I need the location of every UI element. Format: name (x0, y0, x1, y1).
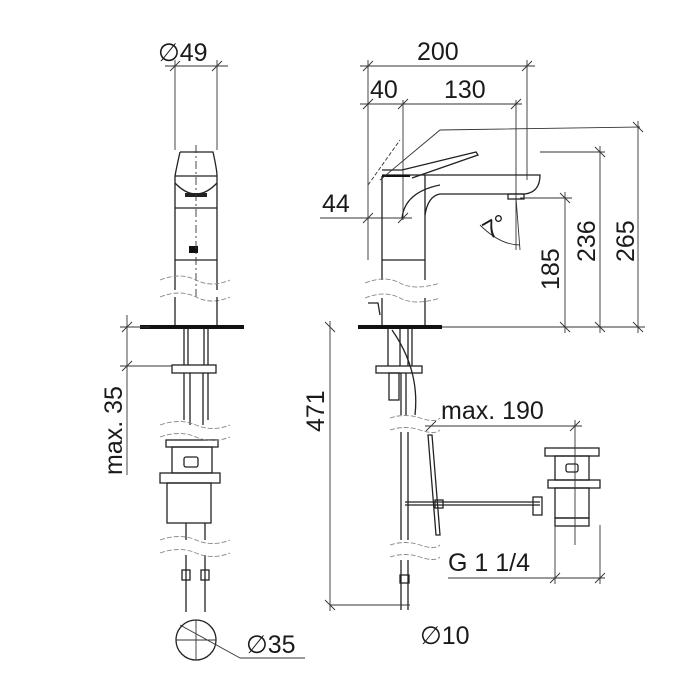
dimension-44-label: 44 (322, 190, 350, 218)
dimension-265-label: 265 (612, 220, 640, 262)
angle-7-label: 7° (478, 209, 513, 245)
faucet-body-side (381, 175, 426, 280)
side-view: 200 40 130 44 7° (302, 38, 645, 650)
dimension-130-label: 130 (444, 76, 486, 104)
front-view: ∅49 (100, 39, 305, 661)
dimension-40-label: 40 (370, 76, 398, 104)
max-35-label: max. 35 (100, 386, 128, 475)
dimension-236-label: 236 (573, 220, 601, 262)
dimension-200-label: 200 (417, 38, 459, 66)
diameter-49-label: ∅49 (158, 39, 208, 67)
dimension-471-label: 471 (302, 390, 330, 432)
diameter-10-label: ∅10 (420, 622, 470, 650)
max-190-label: max. 190 (441, 397, 544, 425)
thread-g114-label: G 1 1/4 (448, 549, 530, 577)
dimension-185-label: 185 (537, 248, 565, 290)
diameter-35-label: ∅35 (246, 631, 296, 659)
